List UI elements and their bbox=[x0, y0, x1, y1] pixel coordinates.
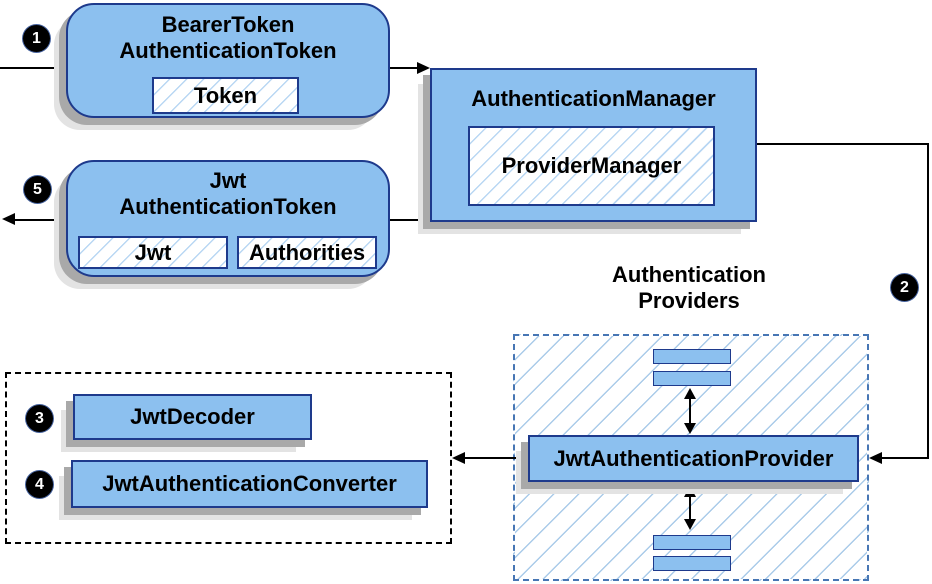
step-2-badge: 2 bbox=[891, 274, 918, 301]
step2-line-horizontal-top bbox=[757, 143, 929, 145]
double-arrow-bottom-down-icon bbox=[684, 519, 696, 530]
jwt-authentication-token-box: Jwt AuthenticationToken Jwt Authorities bbox=[66, 160, 390, 277]
step-5-badge: 5 bbox=[24, 176, 51, 203]
provider-manager-field: ProviderManager bbox=[468, 126, 715, 206]
provider-placeholder-rect bbox=[653, 535, 731, 550]
bearer-to-manager-arrowhead-icon bbox=[417, 62, 430, 74]
incoming-request-line bbox=[0, 67, 66, 69]
jwt-authentication-converter-box: JwtAuthenticationConverter bbox=[71, 460, 428, 508]
step-4-badge: 4 bbox=[26, 471, 53, 498]
double-arrow-bottom-up-icon bbox=[684, 486, 696, 497]
provider-to-converters-arrowhead-icon bbox=[452, 452, 465, 464]
authentication-providers-label-line2: Providers bbox=[638, 288, 740, 313]
step2-line-vertical bbox=[927, 143, 929, 459]
double-arrow-bottom-line bbox=[689, 495, 691, 521]
step2-line-horizontal-bottom bbox=[882, 457, 928, 459]
double-arrow-top-up-icon bbox=[684, 388, 696, 399]
jwt-token-box-title-line2: AuthenticationToken bbox=[119, 194, 337, 219]
bearer-token-authentication-token-box: BearerToken AuthenticationToken Token bbox=[66, 3, 390, 118]
double-arrow-top-line bbox=[689, 397, 691, 425]
authentication-manager-box: AuthenticationManager ProviderManager bbox=[430, 68, 757, 222]
step2-arrowhead-icon bbox=[869, 452, 882, 464]
jwt-authentication-provider-box: JwtAuthenticationProvider bbox=[528, 435, 859, 482]
jwt-field: Jwt bbox=[78, 236, 228, 269]
authentication-providers-label: Authentication Providers bbox=[563, 262, 815, 314]
provider-placeholder-rect bbox=[653, 349, 731, 364]
jwt-token-box-title-line1: Jwt bbox=[209, 168, 247, 193]
bearer-token-box-title-line1: BearerToken bbox=[161, 12, 295, 37]
token-field: Token bbox=[152, 77, 299, 114]
authentication-providers-label-line1: Authentication bbox=[612, 262, 766, 287]
jwt-decoder-box: JwtDecoder bbox=[73, 394, 312, 440]
manager-to-jwt-line bbox=[390, 219, 432, 221]
bearer-token-box-title-line2: AuthenticationToken bbox=[119, 38, 337, 63]
double-arrow-top-down-icon bbox=[684, 423, 696, 434]
outgoing-arrowhead-icon bbox=[2, 213, 15, 225]
bearer-to-manager-line bbox=[390, 67, 417, 69]
authentication-manager-title: AuthenticationManager bbox=[471, 86, 716, 111]
outgoing-line bbox=[14, 219, 66, 221]
provider-to-converters-line bbox=[465, 457, 528, 459]
step-1-badge: 1 bbox=[23, 25, 50, 52]
bearer-token-box-title: BearerToken AuthenticationToken bbox=[68, 5, 388, 64]
provider-placeholder-rect bbox=[653, 556, 731, 571]
provider-placeholder-rect bbox=[653, 371, 731, 386]
step-3-badge: 3 bbox=[26, 405, 53, 432]
jwt-token-box-title: Jwt AuthenticationToken bbox=[68, 162, 388, 220]
authorities-field: Authorities bbox=[237, 236, 377, 269]
